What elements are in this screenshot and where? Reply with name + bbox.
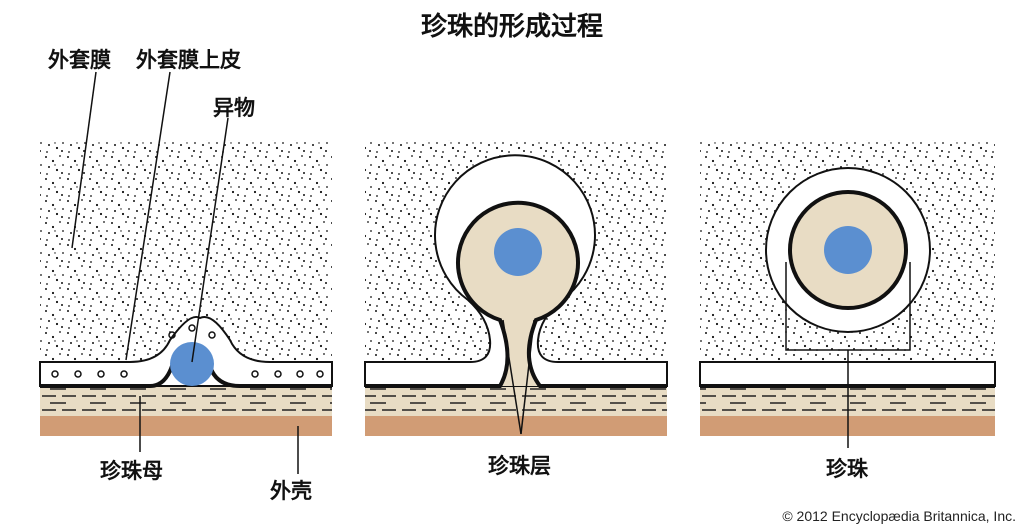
label-mantle-epithelium: 外套膜上皮	[136, 48, 241, 72]
label-mantle: 外套膜	[48, 48, 111, 72]
label-pearl: 珍珠	[826, 457, 868, 481]
panel-2-sac	[364, 140, 668, 436]
label-pearl-layer: 珍珠层	[488, 454, 551, 478]
foreign-body-2	[494, 228, 542, 276]
label-shell: 外壳	[270, 479, 312, 503]
diagram-title: 珍珠的形成过程	[420, 12, 603, 42]
foreign-body-3	[824, 226, 872, 274]
panel-1-initial	[39, 71, 333, 474]
panel-3-pearl	[699, 140, 996, 448]
label-nacre-mother: 珍珠母	[100, 459, 163, 483]
foreign-body-1	[170, 342, 214, 386]
copyright-credit: © 2012 Encyclopædia Britannica, Inc.	[782, 508, 1016, 524]
label-foreign-body: 异物	[213, 96, 255, 120]
